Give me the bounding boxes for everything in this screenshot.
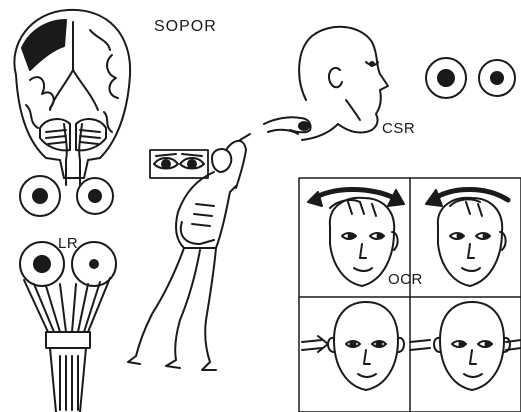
brain-section [14,10,130,185]
csr-label: CSR [382,120,415,137]
pupil-pair-top-right [426,58,515,98]
ocr-panel [299,178,521,412]
light-reflex-group [20,242,116,412]
lr-label: LR [58,235,78,252]
title-label: SOPOR [154,18,217,36]
csr-head-profile [264,27,388,140]
ocr-label: OCR [388,271,423,288]
reclining-figure [128,134,250,370]
